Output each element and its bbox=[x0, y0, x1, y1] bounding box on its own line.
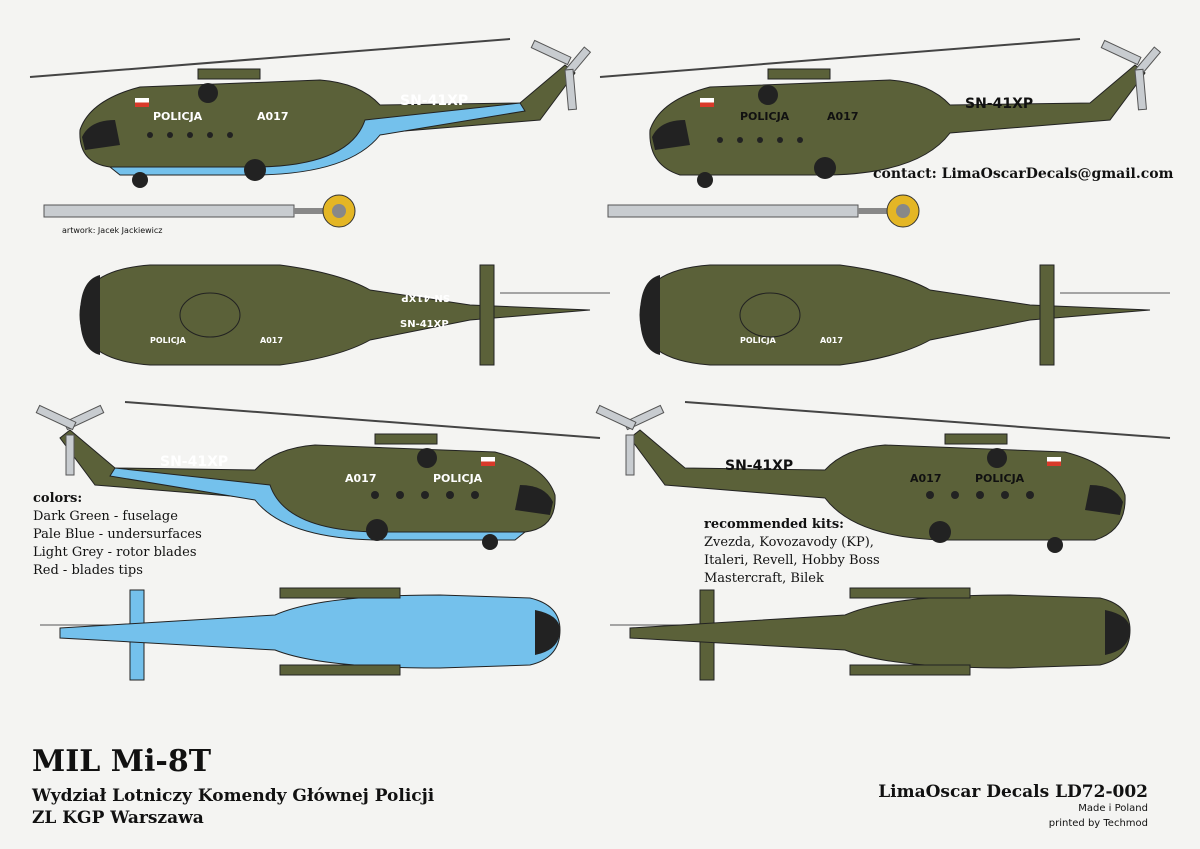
code-marking: A017 bbox=[345, 472, 376, 485]
helicopter-side-view-blue-left: POLICJA A017 SN-41XP bbox=[29, 38, 592, 188]
police-marking: POLICJA bbox=[740, 110, 790, 123]
registration-marking: SN-41XP bbox=[400, 93, 468, 109]
helicopter-side-view-green-right: POLICJA A017 SN-41XP bbox=[599, 38, 1162, 188]
police-marking: POLICJA bbox=[740, 336, 777, 345]
colors-legend: colors: Dark Green - fuselage Pale Blue … bbox=[33, 490, 202, 580]
subtitle-unit: Wydział Lotniczy Komendy Głównej Policji bbox=[32, 786, 435, 806]
rotor-blade-view-left bbox=[43, 194, 356, 228]
page-title: MIL Mi-8T bbox=[32, 744, 212, 779]
color-item: Light Grey - rotor blades bbox=[33, 545, 197, 560]
helicopter-side-view-green-facing-right: POLICJA A017 SN-41XP bbox=[595, 401, 1171, 553]
code-marking: A017 bbox=[827, 110, 858, 123]
product-code: LimaOscar Decals LD72-002 bbox=[878, 782, 1148, 802]
registration-marking: SN-41XP bbox=[401, 292, 450, 303]
colors-heading: colors: bbox=[33, 491, 83, 506]
police-marking: POLICJA bbox=[433, 472, 483, 485]
code-marking: A017 bbox=[820, 336, 843, 345]
helicopter-bottom-view-green bbox=[610, 587, 1131, 681]
police-marking: POLICJA bbox=[975, 472, 1025, 485]
code-marking: A017 bbox=[257, 110, 288, 123]
rotor-blade-view-right bbox=[607, 194, 920, 228]
artwork-credit: artwork: Jacek Jackiewicz bbox=[62, 226, 163, 235]
registration-marking: SN-41XP bbox=[400, 319, 449, 330]
registration-marking: SN-41XP bbox=[725, 458, 793, 474]
recommended-kits: recommended kits: Zvezda, Kovozavody (KP… bbox=[704, 516, 880, 588]
police-marking: POLICJA bbox=[150, 336, 187, 345]
color-item: Red - blades tips bbox=[33, 563, 143, 578]
subtitle-location: ZL KGP Warszawa bbox=[32, 808, 204, 828]
helicopter-top-view-right: POLICJA A017 bbox=[639, 264, 1170, 366]
kit-item: Italeri, Revell, Hobby Boss bbox=[704, 553, 880, 568]
registration-marking: SN-41XP bbox=[160, 454, 228, 470]
made-in: Made i Poland bbox=[1078, 803, 1148, 814]
color-item: Dark Green - fuselage bbox=[33, 509, 178, 524]
police-marking: POLICJA bbox=[153, 110, 203, 123]
kit-item: Zvezda, Kovozavody (KP), bbox=[704, 535, 874, 550]
code-marking: A017 bbox=[260, 336, 283, 345]
helicopter-top-view-left: SN-41XP SN-41XP POLICJA A017 bbox=[79, 264, 610, 366]
printed-by: printed by Techmod bbox=[1048, 818, 1148, 829]
contact-email: contact: LimaOscarDecals@gmail.com bbox=[873, 166, 1174, 182]
kit-item: Mastercraft, Bilek bbox=[704, 571, 824, 586]
kits-heading: recommended kits: bbox=[704, 517, 844, 532]
code-marking: A017 bbox=[910, 472, 941, 485]
registration-marking: SN-41XP bbox=[965, 96, 1033, 112]
color-item: Pale Blue - undersurfaces bbox=[33, 527, 202, 542]
helicopter-side-view-blue-facing-right: POLICJA A017 SN-41XP bbox=[35, 401, 601, 550]
helicopter-bottom-view-blue bbox=[40, 587, 561, 681]
